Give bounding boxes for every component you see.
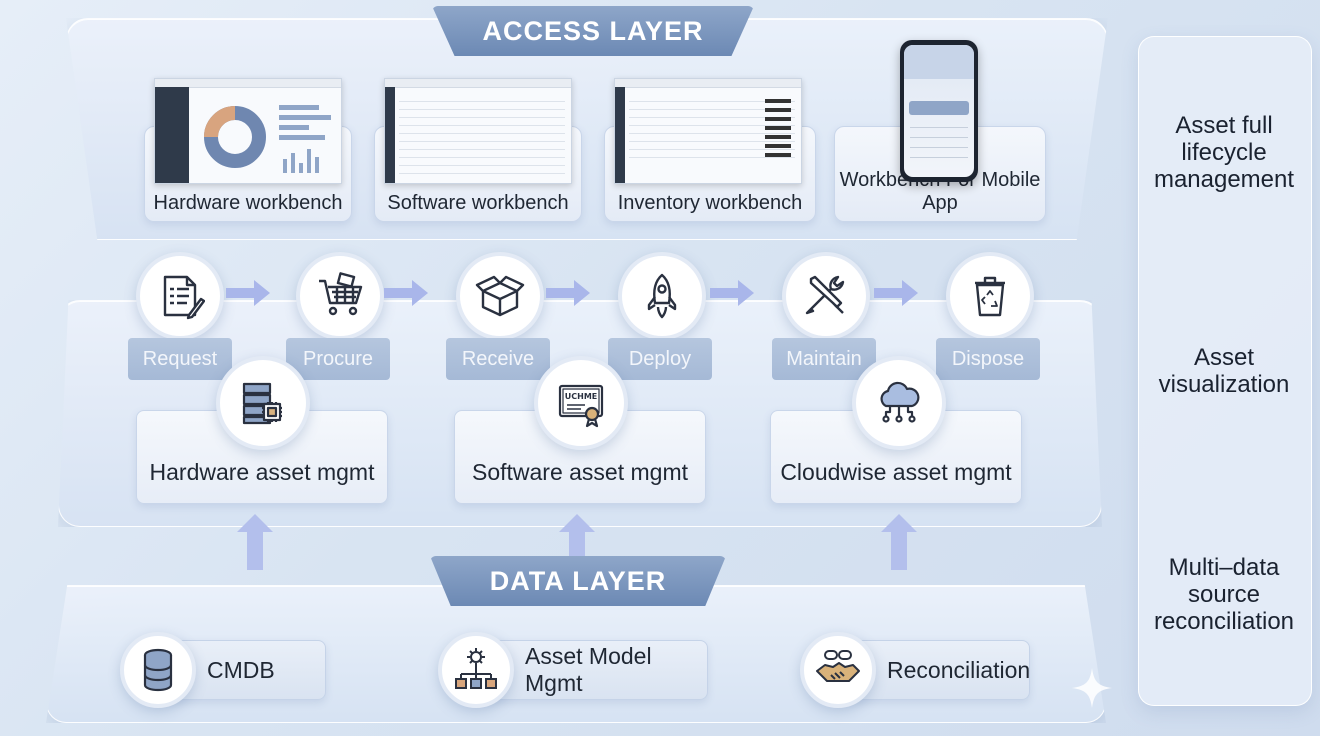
- table-screenshot: [384, 78, 572, 184]
- gear-hierarchy-icon: [438, 632, 514, 708]
- flow-arrow-1: [226, 280, 270, 306]
- access-layer-title: ACCESS LAYER: [432, 6, 754, 56]
- hardware-asset-mgmt-label: Hardware asset mgmt: [149, 459, 375, 485]
- summary-lifecycle: Asset full lifecycle management: [1153, 112, 1295, 193]
- box-icon: [456, 252, 544, 340]
- shopping-cart-icon: [296, 252, 384, 340]
- certificate-icon: UCHME: [534, 356, 628, 450]
- server-chip-icon: [216, 356, 310, 450]
- hardware-asset-mgmt-card[interactable]: Hardware asset mgmt: [136, 410, 388, 504]
- step-maintain[interactable]: Maintain: [772, 338, 876, 380]
- cmdb-label: CMDB: [207, 656, 275, 683]
- cloud-network-icon: [852, 356, 946, 450]
- summary-reconciliation: Multi–data source reconciliation: [1153, 554, 1295, 635]
- step-deploy[interactable]: Deploy: [608, 338, 712, 380]
- summary-visualization: Asset visualization: [1158, 344, 1290, 398]
- document-pen-icon: [136, 252, 224, 340]
- inventory-screenshot: [614, 78, 802, 184]
- certificate-text: UCHME: [565, 392, 598, 401]
- flow-arrow-2: [384, 280, 428, 306]
- step-receive[interactable]: Receive: [446, 338, 550, 380]
- step-procure[interactable]: Procure: [286, 338, 390, 380]
- reconciliation-label: Reconciliation: [887, 656, 1031, 683]
- up-arrow-1: [237, 514, 273, 570]
- software-workbench-label: Software workbench: [387, 192, 569, 214]
- up-arrow-2: [559, 514, 595, 570]
- step-request[interactable]: Request: [128, 338, 232, 380]
- right-summary-panel: [1138, 36, 1312, 706]
- tools-icon: [782, 252, 870, 340]
- flow-arrow-5: [874, 280, 918, 306]
- cloudwise-asset-mgmt-label: Cloudwise asset mgmt: [780, 459, 1012, 485]
- inventory-workbench-label: Inventory workbench: [617, 192, 803, 214]
- handshake-icon: [800, 632, 876, 708]
- flow-arrow-4: [710, 280, 754, 306]
- flow-arrow-3: [546, 280, 590, 306]
- data-layer-title: DATA LAYER: [430, 556, 726, 606]
- sparkle-icon: [1072, 668, 1112, 708]
- up-arrow-3: [881, 514, 917, 570]
- hardware-workbench-label: Hardware workbench: [153, 192, 343, 214]
- rocket-icon: [618, 252, 706, 340]
- database-icon: [120, 632, 196, 708]
- software-asset-mgmt-card[interactable]: Software asset mgmt: [454, 410, 706, 504]
- recycle-bin-icon: [946, 252, 1034, 340]
- dashboard-screenshot: [154, 78, 342, 184]
- software-asset-mgmt-label: Software asset mgmt: [471, 459, 689, 485]
- mobile-phone: [900, 40, 978, 182]
- asset-model-mgmt-label: Asset Model Mgmt: [525, 643, 652, 696]
- step-dispose[interactable]: Dispose: [936, 338, 1040, 380]
